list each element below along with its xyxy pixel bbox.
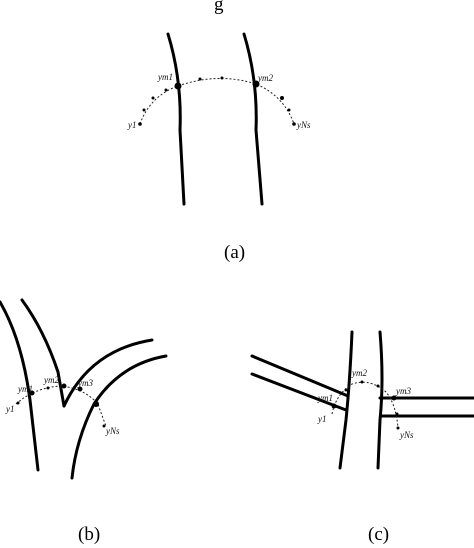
panel-c-label-mid3: ym3: [395, 386, 411, 396]
panel-a-label-start: y1: [127, 120, 137, 130]
panel-b-label-mid2: ym2: [43, 375, 59, 385]
panel-a-line-left: [166, 32, 186, 206]
panel-a-point: [198, 77, 202, 81]
panel-c-line-vertical-right: [376, 330, 384, 470]
panel-a-point-major: [174, 82, 182, 90]
panel-b-point: [16, 401, 20, 405]
panel-c-point: [395, 412, 399, 416]
panel-c-point-major: [331, 403, 337, 409]
panel-b-line-upper-branch: [62, 338, 154, 408]
panel-a-point: [142, 108, 146, 112]
panel-b-point-major: [93, 401, 99, 407]
panel-a-point: [292, 122, 296, 126]
panel-a-label-mid2: ym2: [257, 73, 273, 83]
panel-b-line-left-outer: [0, 300, 40, 472]
panel-c-line-horizontal-bottom: [250, 372, 348, 412]
panel-b-point-major: [61, 383, 67, 389]
panel-c-point-major: [391, 395, 397, 401]
panel-a-point: [164, 88, 168, 92]
panel-a-label-mid1: ym1: [157, 72, 173, 82]
panel-b-label-end: yNs: [105, 426, 120, 436]
caption-b: (b): [78, 524, 100, 545]
panel-b-point: [46, 386, 50, 390]
panel-c-point: [396, 426, 400, 430]
panel-c-point: [360, 380, 364, 384]
panel-a-point-major: [252, 80, 260, 88]
header-fragment: g: [214, 0, 224, 15]
panel-b-point-major: [77, 386, 83, 392]
panel-b-label-start: y1: [5, 404, 15, 414]
panel-c-label-mid2: ym2: [351, 368, 367, 378]
panel-c-label-end: yNs: [399, 430, 414, 440]
panel-c-dotted-path: [331, 381, 399, 429]
panel-a-point: [280, 96, 284, 100]
panel-a-dotted-path: [139, 77, 295, 125]
panel-c-label-start: y1: [317, 414, 327, 424]
panel-b-label-mid3: ym3: [77, 378, 93, 388]
panel-a: y1 ym1 ym2 yNs: [127, 32, 311, 206]
panel-b-label-mid1: ym1: [17, 384, 33, 394]
panel-a-line-right: [242, 32, 264, 206]
panel-c: y1 ym1 ym2 ym3 yNs: [250, 330, 474, 470]
panel-b-point-major: [29, 390, 35, 396]
panel-a-point: [151, 96, 155, 100]
panel-c-point: [376, 384, 380, 388]
panel-a-label-end: yNs: [296, 120, 311, 130]
panel-b: y1 ym1 ym2 ym3 yNs: [0, 298, 168, 480]
panel-a-point: [287, 108, 291, 112]
caption-c: (c): [368, 524, 389, 545]
panel-b-point: [102, 424, 106, 428]
panel-c-point: [344, 388, 348, 392]
panel-c-line-vertical-left: [338, 330, 354, 470]
panel-b-line-left-inner: [20, 298, 66, 408]
panel-c-label-mid1: ym1: [317, 393, 333, 403]
panel-a-point: [138, 122, 142, 126]
panel-c-line-horizontal-top: [250, 354, 350, 398]
panel-a-point: [220, 76, 224, 80]
caption-a: (a): [224, 242, 245, 263]
